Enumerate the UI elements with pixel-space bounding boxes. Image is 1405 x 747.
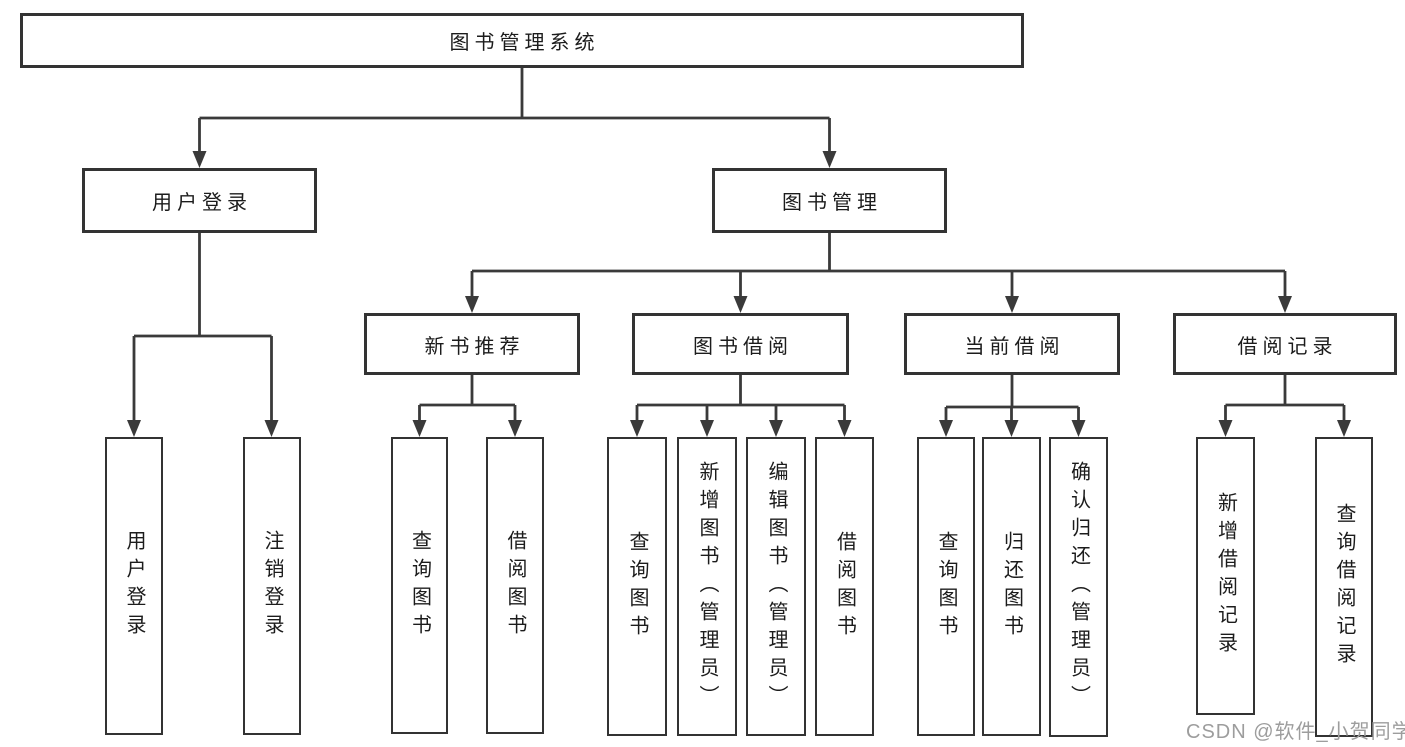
node-leaf-query-book-2: 查询图书 — [607, 437, 667, 736]
node-leaf-edit-book: 编辑图书（管理员） — [746, 437, 806, 736]
node-leaf-edit-book-label: 编辑图书（管理员） — [765, 460, 787, 713]
node-leaf-add-record: 新增借阅记录 — [1196, 437, 1255, 715]
node-library-system: 图书管理系统 — [20, 13, 1024, 68]
node-library-system-label: 图书管理系统 — [449, 32, 600, 54]
node-leaf-add-record-label: 新增借阅记录 — [1214, 492, 1237, 660]
node-book-management: 图书管理 — [712, 168, 947, 233]
node-leaf-query-record-label: 查询借阅记录 — [1333, 503, 1355, 671]
node-book-borrow-label: 图书借阅 — [693, 335, 793, 358]
node-current-borrow: 当前借阅 — [904, 313, 1120, 375]
node-leaf-confirm-return: 确认归还（管理员） — [1049, 437, 1108, 737]
node-borrow-record: 借阅记录 — [1173, 313, 1397, 375]
node-leaf-borrow-book-2: 借阅图书 — [815, 437, 874, 736]
node-leaf-query-book-3: 查询图书 — [917, 437, 975, 736]
watermark: CSDN @软件_小贺同学 — [1186, 721, 1405, 743]
node-leaf-query-book-3-label: 查询图书 — [935, 530, 957, 643]
node-leaf-query-record: 查询借阅记录 — [1315, 437, 1373, 737]
node-borrow-record-label: 借阅记录 — [1237, 335, 1338, 358]
node-leaf-user-login: 用户登录 — [105, 437, 163, 735]
node-leaf-borrow-book-2-label: 借阅图书 — [833, 530, 856, 643]
node-leaf-borrow-book-1-label: 借阅图书 — [504, 529, 526, 642]
node-leaf-confirm-return-label: 确认归还（管理员） — [1067, 461, 1090, 713]
node-leaf-add-book-label: 新增图书（管理员） — [696, 460, 718, 713]
node-user-login: 用户登录 — [82, 168, 317, 233]
tree-edges — [132, 68, 1346, 423]
node-leaf-query-book-1: 查询图书 — [391, 437, 448, 734]
node-book-borrow: 图书借阅 — [632, 313, 849, 375]
arrowhead-icons — [127, 151, 1351, 437]
node-leaf-return-book: 归还图书 — [982, 437, 1041, 736]
node-leaf-query-book-2-label: 查询图书 — [626, 530, 648, 643]
node-book-management-label: 图书管理 — [782, 192, 882, 214]
node-leaf-return-book-label: 归还图书 — [1000, 530, 1023, 643]
node-new-book-recommend: 新书推荐 — [364, 313, 580, 375]
node-current-borrow-label: 当前借阅 — [964, 335, 1065, 358]
node-leaf-borrow-book-1: 借阅图书 — [486, 437, 544, 734]
node-leaf-add-book: 新增图书（管理员） — [677, 437, 737, 736]
node-user-login-label: 用户登录 — [152, 192, 252, 214]
node-new-book-recommend-label: 新书推荐 — [424, 335, 525, 358]
node-leaf-query-book-1-label: 查询图书 — [408, 529, 431, 642]
node-leaf-user-login-label: 用户登录 — [123, 530, 145, 642]
node-leaf-logout-label: 注销登录 — [261, 530, 283, 642]
node-leaf-logout: 注销登录 — [243, 437, 301, 735]
